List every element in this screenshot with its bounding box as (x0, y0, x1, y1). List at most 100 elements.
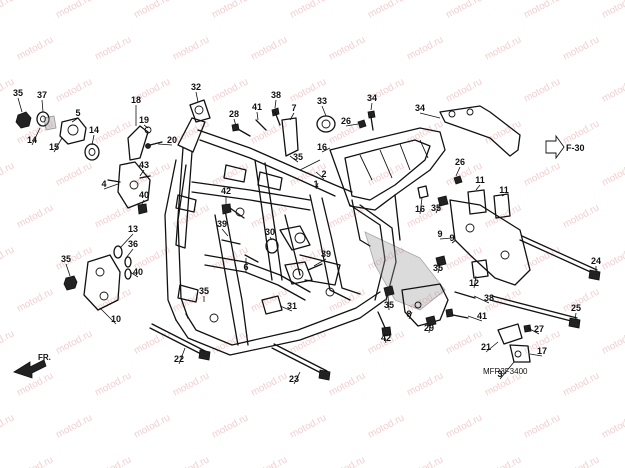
watermark-text: motod.ru (132, 0, 172, 21)
watermark-text: motod.ru (327, 454, 367, 468)
watermark-text: motod.ru (600, 412, 625, 440)
callout-label: 17 (537, 346, 547, 356)
watermark-text: motod.ru (249, 286, 289, 314)
watermark-text: motod.ru (288, 412, 328, 440)
callout-label: 9 (437, 229, 442, 239)
watermark-text: motod.ru (54, 76, 94, 104)
callout-leader-line (499, 361, 515, 380)
watermark-text: motod.ru (561, 202, 601, 230)
callout-leader-line (428, 323, 431, 334)
callout-label: 40 (139, 190, 149, 200)
watermark-text: motod.ru (327, 34, 367, 62)
callout-leader-line (119, 233, 134, 249)
callout-label: 41 (477, 311, 487, 321)
watermark-text: motod.ru (15, 34, 55, 62)
watermark-text: motod.ru (0, 412, 16, 440)
callout-leader-line (53, 137, 63, 153)
callout-label: 35 (293, 152, 303, 162)
callout-label: 42 (221, 186, 231, 196)
callout-leader-line (437, 263, 441, 274)
watermark-text: motod.ru (522, 76, 562, 104)
watermark-text: motod.ru (444, 328, 484, 356)
callout-label: 39 (217, 219, 227, 229)
watermark-text: motod.ru (405, 370, 445, 398)
watermark-text: motod.ru (15, 454, 55, 468)
callout-label: 11 (475, 175, 485, 185)
watermark-text: motod.ru (54, 412, 94, 440)
callout-label: 7 (291, 103, 296, 113)
watermark-text: motod.ru (561, 454, 601, 468)
watermark-text: motod.ru (600, 328, 625, 356)
watermark-text: motod.ru (405, 118, 445, 146)
rear-subframe (329, 127, 446, 311)
watermark-text: motod.ru (210, 160, 250, 188)
callout-leader-line (157, 143, 173, 146)
callout-label: 11 (499, 185, 509, 195)
callout-leader-line (141, 199, 145, 205)
callout-leader-line (17, 97, 23, 113)
callout-leader-line (473, 275, 477, 289)
callout-label: 43 (139, 160, 149, 170)
callout-label: 37 (37, 90, 47, 100)
callout-label: 14 (27, 135, 37, 145)
callout-label: 36 (128, 239, 138, 249)
watermark-text: motod.ru (522, 0, 562, 21)
callout-label: 13 (128, 224, 138, 234)
diagram-code: MFR3F3400 (483, 367, 528, 376)
callout-leader-line (71, 117, 79, 123)
callout-label: 24 (591, 256, 601, 266)
callout-label: 29 (424, 323, 434, 333)
callout-label: 12 (469, 278, 479, 288)
watermark-text: motod.ru (483, 454, 523, 468)
watermark-text: motod.ru (249, 34, 289, 62)
callout-label: 31 (287, 301, 297, 311)
callout-label: 34 (415, 103, 425, 113)
callout-leader-line (221, 228, 229, 237)
callout-leader-line (527, 327, 540, 335)
callout-leader-line (485, 341, 499, 353)
callout-leader-line (370, 102, 373, 111)
watermark-text: motod.ru (483, 34, 523, 62)
watermark-text: motod.ru (54, 328, 94, 356)
watermark-text: motod.ru (93, 34, 133, 62)
callout-leader-line (293, 371, 301, 385)
callout-label: 30 (265, 227, 275, 237)
watermark-text: motod.ru (561, 370, 601, 398)
watermark-text: motod.ru (15, 286, 55, 314)
callout-label: 39 (321, 249, 331, 259)
watermark-text: motod.ru (288, 0, 328, 21)
callout-label: 20 (167, 135, 177, 145)
leader-lines (17, 91, 597, 385)
callout-leader-line (289, 155, 299, 163)
watermark-text: motod.ru (366, 412, 406, 440)
callout-label: 33 (317, 96, 327, 106)
watermark-text: motod.ru (0, 244, 16, 272)
callout-label: 34 (367, 93, 377, 103)
callout-leader-line (313, 258, 327, 267)
watermark-text: motod.ru (288, 328, 328, 356)
callout-leader-line (419, 197, 423, 215)
callout-label: 18 (131, 95, 141, 105)
watermark-text: motod.ru (249, 370, 289, 398)
left-side-parts (15, 99, 336, 381)
callout-leader-line (31, 127, 41, 146)
callout-leader-line (435, 203, 441, 214)
callout-label: 27 (534, 324, 544, 334)
forward-indicator: FR. (13, 353, 51, 379)
callout-label: 16 (415, 204, 425, 214)
callout-leader-line (451, 239, 457, 244)
watermark-text: motod.ru (600, 244, 625, 272)
callout-leader-line (321, 147, 331, 153)
callout-leader-line (125, 248, 134, 259)
watermark-text: motod.ru (561, 286, 601, 314)
watermark-text: motod.ru (0, 328, 16, 356)
callout-leader-line (473, 295, 490, 304)
reference-label: F-30 (566, 143, 585, 153)
watermark-text: motod.ru (327, 286, 367, 314)
watermark-text: motod.ru (366, 0, 406, 21)
callout-leader-line (233, 118, 237, 127)
callout-leader-line (467, 315, 483, 322)
callout-leader-line (274, 99, 277, 109)
